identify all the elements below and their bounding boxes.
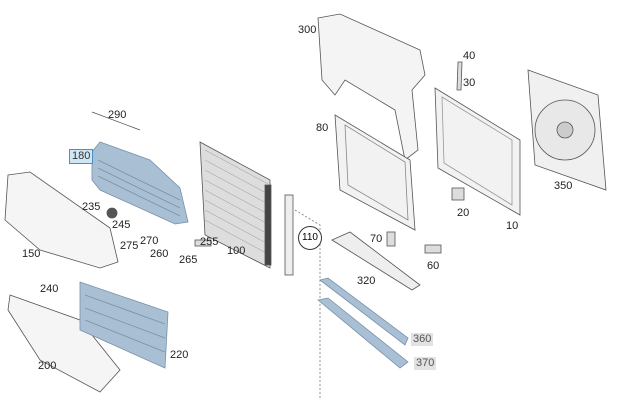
label-70[interactable]: 70 bbox=[370, 233, 383, 245]
label-220[interactable]: 220 bbox=[170, 349, 189, 361]
label-260[interactable]: 260 bbox=[150, 248, 169, 260]
label-30[interactable]: 30 bbox=[463, 77, 476, 89]
part-245-washer bbox=[106, 207, 118, 219]
part-300-frame bbox=[317, 13, 426, 161]
part-drier bbox=[284, 194, 294, 276]
part-40-bracket bbox=[456, 61, 463, 91]
label-235[interactable]: 235 bbox=[82, 201, 101, 213]
part-20-sensor bbox=[451, 187, 465, 201]
part-80-radiator bbox=[334, 114, 416, 231]
label-80[interactable]: 80 bbox=[316, 122, 329, 134]
label-200[interactable]: 200 bbox=[38, 360, 57, 372]
label-275[interactable]: 275 bbox=[120, 240, 139, 252]
part-60-mount bbox=[424, 244, 442, 254]
label-100[interactable]: 100 bbox=[227, 245, 246, 257]
label-270[interactable]: 270 bbox=[140, 235, 159, 247]
part-150-bumper bbox=[4, 171, 119, 269]
label-240[interactable]: 240 bbox=[40, 283, 59, 295]
label-300[interactable]: 300 bbox=[298, 24, 317, 36]
label-20[interactable]: 20 bbox=[457, 207, 470, 219]
label-320[interactable]: 320 bbox=[357, 275, 376, 287]
label-360[interactable]: 360 bbox=[411, 333, 434, 346]
label-110[interactable]: 110 bbox=[298, 226, 322, 250]
label-265[interactable]: 265 bbox=[179, 254, 198, 266]
label-370[interactable]: 370 bbox=[414, 357, 437, 370]
label-245[interactable]: 245 bbox=[112, 219, 131, 231]
label-350[interactable]: 350 bbox=[554, 180, 573, 192]
part-10-radiator bbox=[434, 87, 521, 216]
part-255-clip bbox=[194, 239, 212, 247]
part-180-shutter bbox=[91, 141, 189, 225]
label-40[interactable]: 40 bbox=[463, 50, 476, 62]
part-100-condenser bbox=[199, 141, 271, 269]
part-370-seal bbox=[317, 297, 409, 369]
label-60[interactable]: 60 bbox=[427, 260, 440, 272]
part-360-seal bbox=[319, 277, 409, 346]
label-290[interactable]: 290 bbox=[108, 109, 127, 121]
label-180[interactable]: 180 bbox=[69, 149, 94, 164]
label-10[interactable]: 10 bbox=[506, 220, 519, 232]
part-70-clip bbox=[386, 231, 396, 247]
part-220-shutter bbox=[79, 281, 169, 369]
part-320-panel bbox=[331, 231, 421, 291]
label-255[interactable]: 255 bbox=[200, 236, 219, 248]
label-150[interactable]: 150 bbox=[22, 248, 41, 260]
